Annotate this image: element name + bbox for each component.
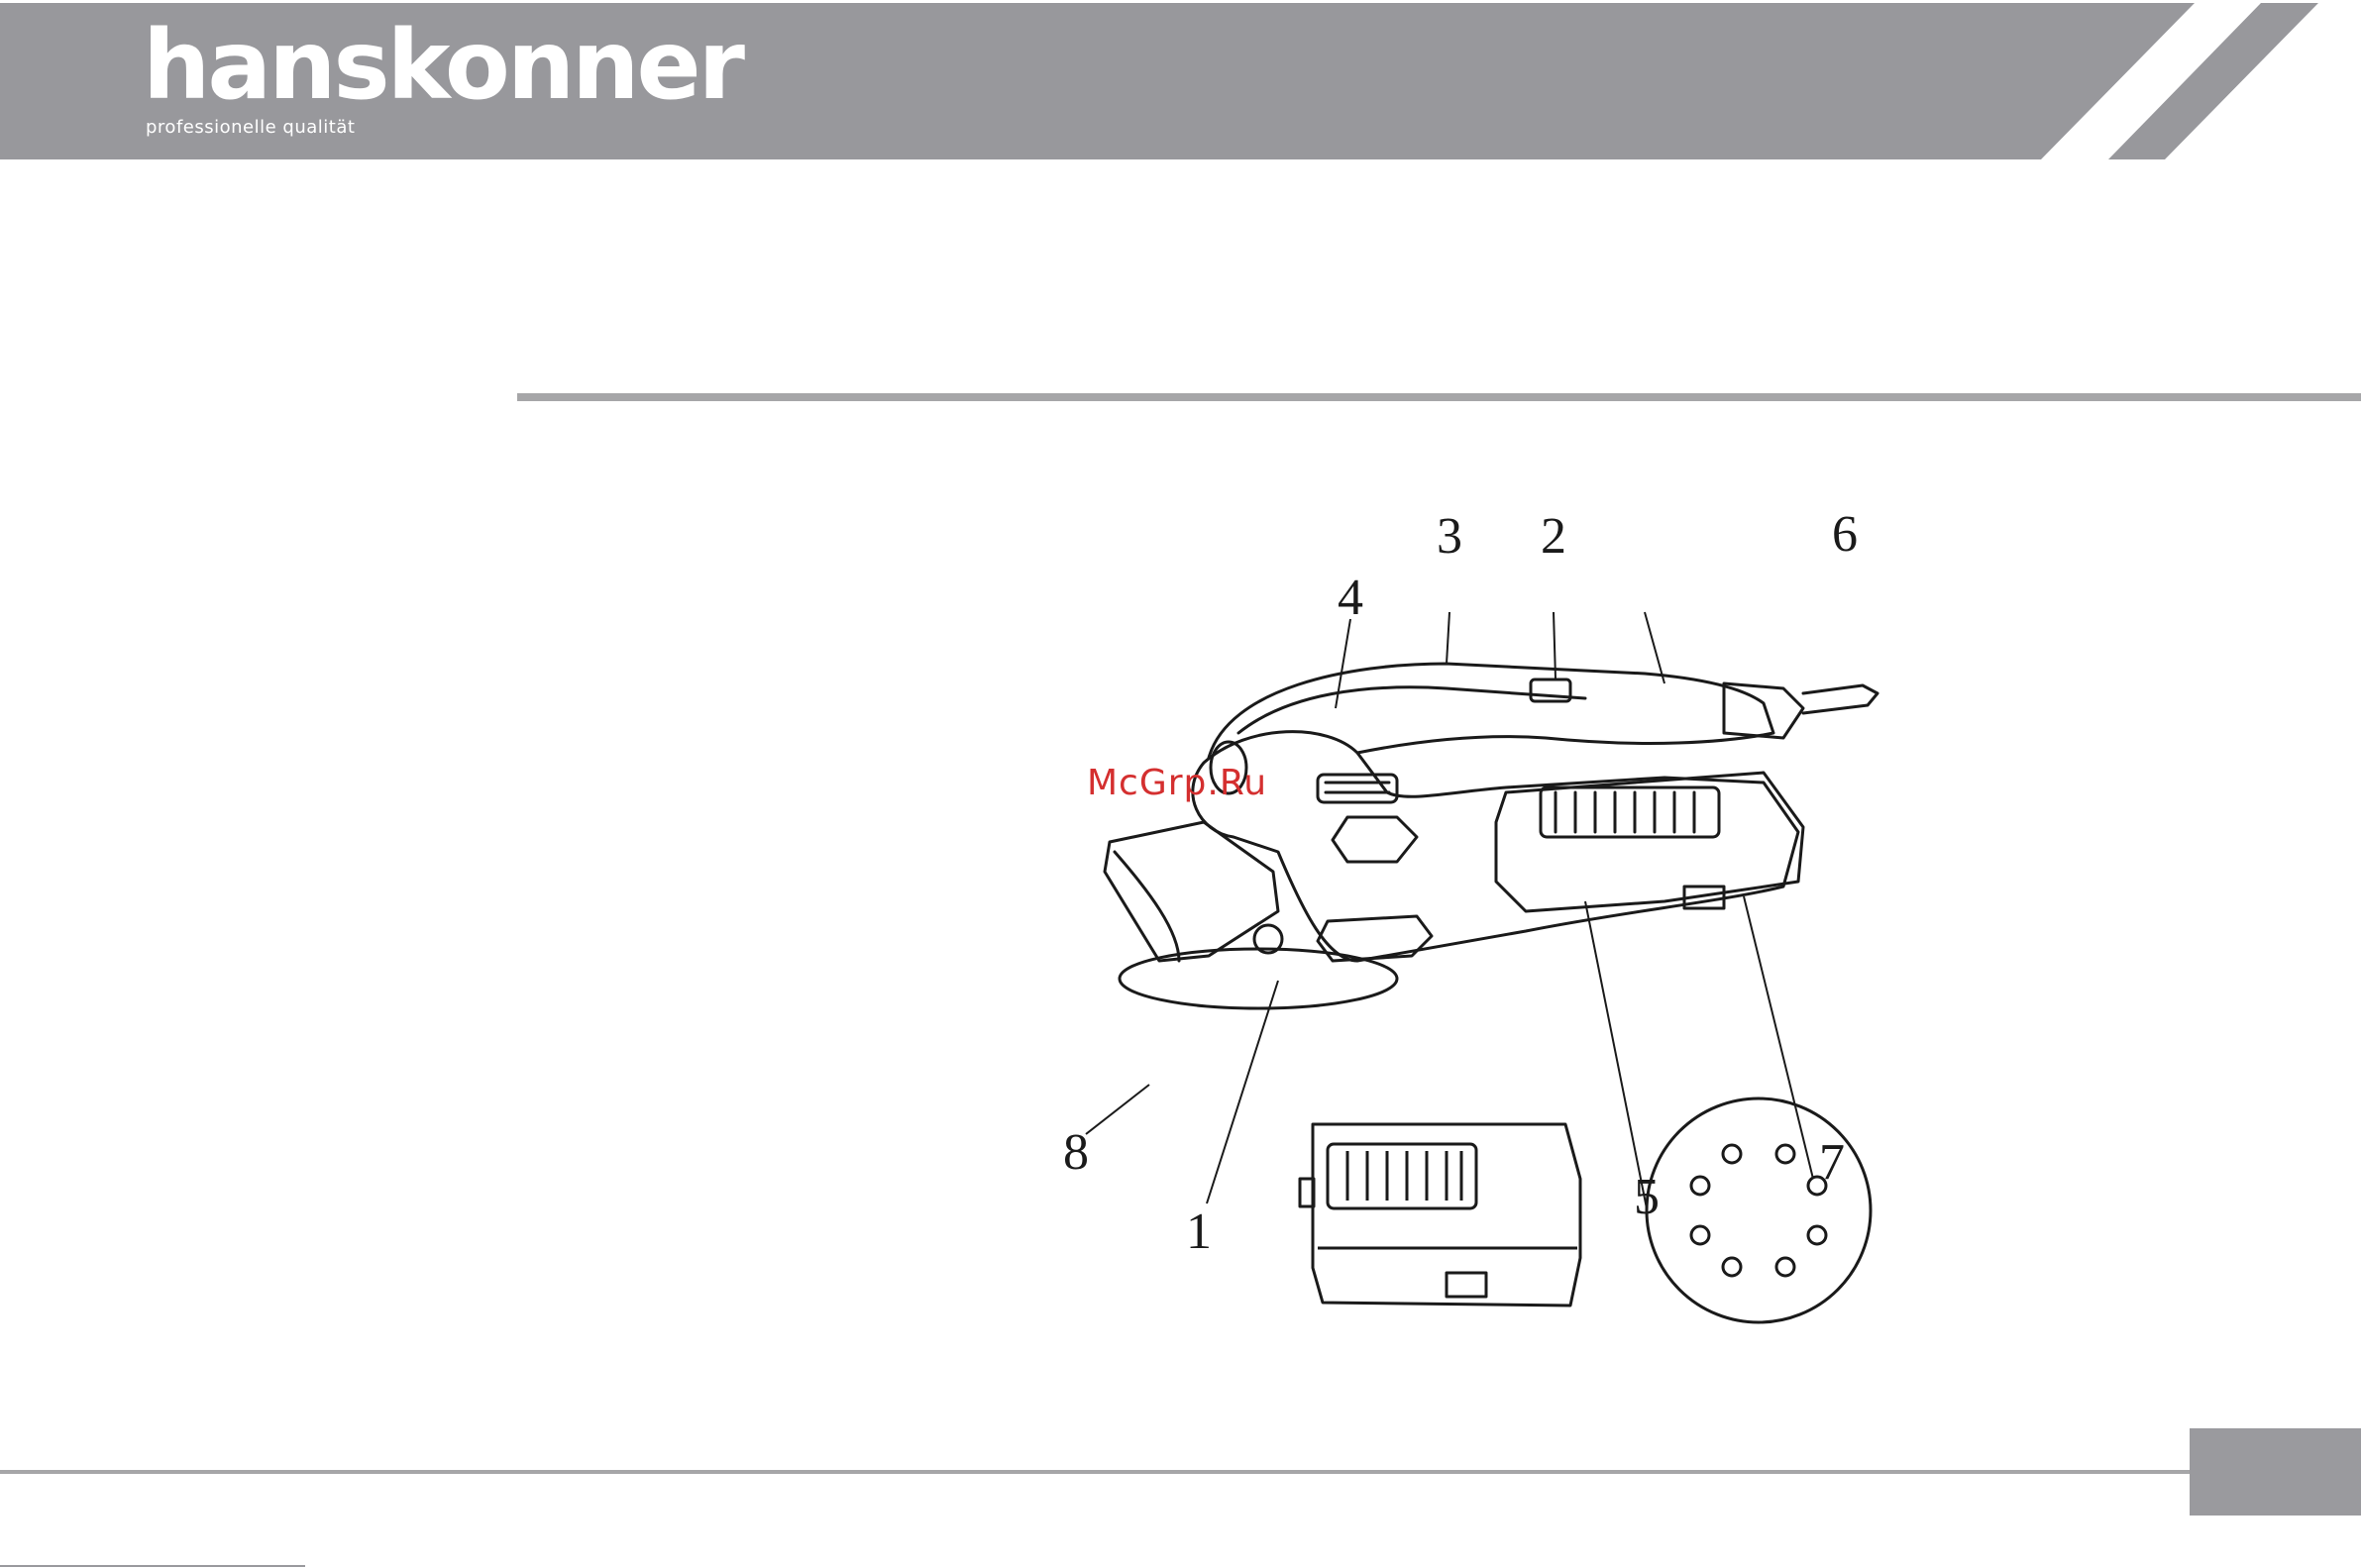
cord-guard [1724,683,1803,738]
footnote-rule [0,1565,305,1567]
callout-2: 2 [1541,508,1566,565]
brand-tagline: professionelle qualität [146,117,355,138]
top-handle [1209,664,1773,758]
brand-logo: hanskonner [143,18,742,113]
sanding-pad [1120,949,1397,1008]
callout-4: 4 [1338,570,1363,626]
dust-box-detail [1300,1124,1580,1306]
power-cord [1803,685,1878,713]
sander-diagram: 1 2 3 4 5 6 7 8 [1030,495,1922,1357]
footer-divider [0,1470,2190,1474]
callout-6: 6 [1832,506,1858,563]
section-divider [517,393,2361,401]
callout-7: 7 [1819,1134,1845,1191]
dust-box-grille [1556,792,1694,832]
sanding-disc-detail [1647,1098,1871,1322]
callout-8: 8 [1063,1124,1089,1181]
callout-3: 3 [1437,508,1462,565]
callout-1: 1 [1186,1203,1212,1260]
watermark: McGrp.Ru [1087,763,1267,803]
page-number-box [2190,1428,2361,1516]
